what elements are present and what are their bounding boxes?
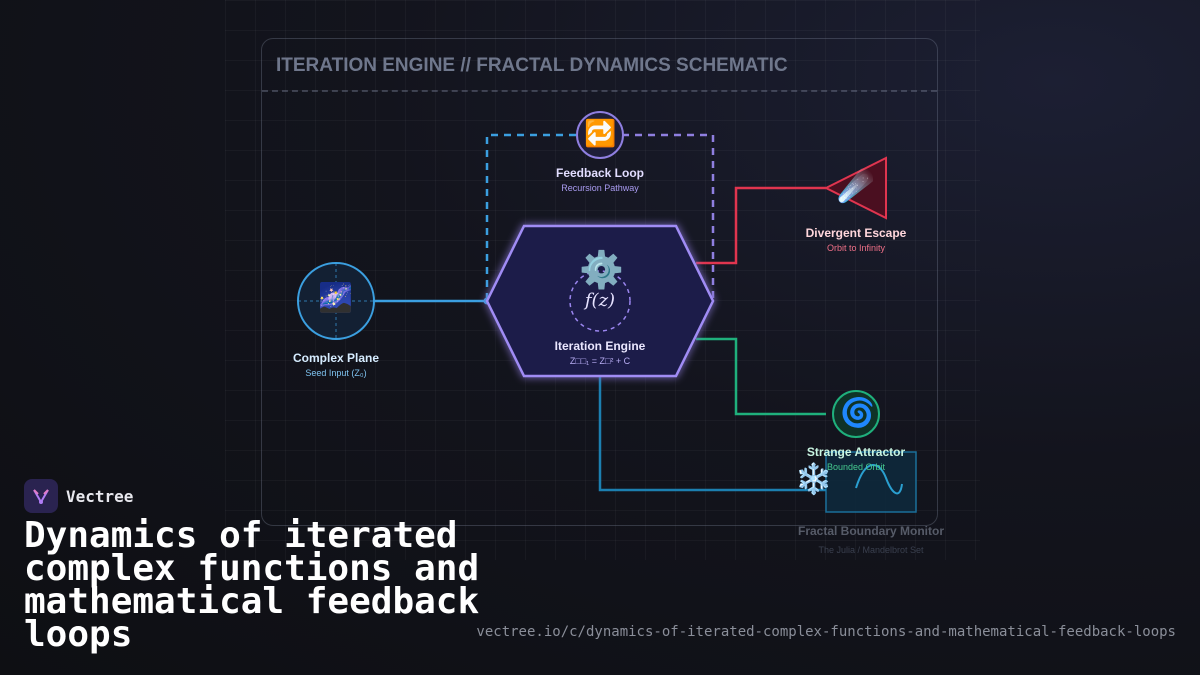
page-url[interactable]: vectree.io/c/dynamics-of-iterated-comple… — [476, 624, 1176, 640]
schematic-frame — [261, 38, 938, 526]
divergent-escape-subtitle: Orbit to Infinity — [826, 243, 886, 253]
feedback-loop-path-left — [485, 133, 578, 300]
feedback-loop-node — [576, 111, 624, 159]
iteration-engine-label: Iteration Engine Z□□₁ = Z□² + C — [500, 339, 700, 366]
feedback-loop-title: Feedback Loop — [555, 166, 644, 180]
title-divider — [262, 90, 937, 92]
iteration-engine-inner-ring — [569, 270, 631, 332]
iteration-engine-title: Iteration Engine — [554, 339, 646, 353]
strange-attractor-label: Strange Attractor Bounded Orbit — [756, 445, 956, 472]
fractal-boundary-monitor — [825, 451, 917, 513]
feedback-loop-path-right — [622, 133, 715, 300]
brand: Vectree — [24, 479, 133, 513]
fractal-boundary-label: Fractal Boundary Monitor The Julia / Man… — [771, 524, 971, 555]
iteration-engine-formula: f(z) — [584, 290, 616, 311]
vectree-logo-icon — [24, 479, 58, 513]
page-headline: Dynamics of iterated complex functions a… — [24, 515, 480, 655]
comet-icon: ☄️ — [837, 170, 875, 203]
complex-plane-subtitle: Seed Input (Z₀) — [305, 368, 367, 378]
brand-name: Vectree — [66, 486, 134, 506]
fractal-boundary-title: Fractal Boundary Monitor — [797, 524, 944, 538]
strange-attractor-subtitle: Bounded Orbit — [826, 462, 886, 472]
divergent-escape-label: Divergent Escape Orbit to Infinity — [756, 226, 956, 253]
strange-attractor-node — [832, 390, 880, 438]
iteration-engine-hexagon — [485, 224, 715, 378]
fractal-boundary-subtitle: The Julia / Mandelbrot Set — [818, 545, 924, 555]
feedback-loop-subtitle: Recursion Pathway — [561, 183, 639, 193]
schematic-title: ITERATION ENGINE // FRACTAL DYNAMICS SCH… — [276, 55, 788, 76]
iteration-engine-subtitle: Z□□₁ = Z□² + C — [569, 356, 631, 366]
complex-plane-label: Complex Plane Seed Input (Z₀) — [236, 351, 436, 378]
divergent-escape-triangle — [823, 156, 887, 220]
gear-icon: ⚙️ — [579, 249, 624, 290]
boundary-connector — [598, 376, 826, 492]
snowflake-icon: ❄️ — [795, 463, 833, 496]
strange-attractor-title: Strange Attractor — [806, 445, 906, 459]
escape-connector — [696, 186, 826, 265]
monitor-wave — [855, 464, 903, 495]
attractor-connector — [696, 337, 826, 416]
cyclone-icon: 🌀 — [840, 397, 875, 428]
divergent-escape-title: Divergent Escape — [805, 226, 907, 240]
repeat-icon: 🔁 — [584, 118, 617, 148]
complex-plane-title: Complex Plane — [292, 351, 380, 365]
feedback-loop-label: Feedback Loop Recursion Pathway — [500, 166, 700, 193]
galaxy-icon: 🌌 — [318, 282, 353, 313]
